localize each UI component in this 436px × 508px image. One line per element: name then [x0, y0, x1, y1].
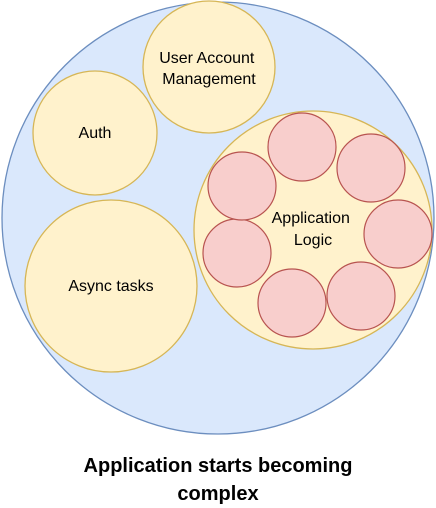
- logic-unit-circle: [207, 151, 277, 221]
- logic-unit-circle: [257, 268, 327, 338]
- user-account-management-circle: [142, 0, 276, 134]
- caption-line-2: complex: [177, 483, 259, 505]
- logic-unit-circle: [267, 112, 337, 182]
- diagram-caption: Application starts becoming complex: [0, 452, 436, 508]
- user-account-management-label: User Account Management: [159, 50, 259, 88]
- async-tasks-label: Async tasks: [68, 278, 153, 295]
- async-tasks-circle: [24, 199, 198, 373]
- logic-unit-circle: [202, 218, 272, 288]
- application-logic-units: [202, 112, 433, 338]
- logic-unit-circle: [363, 199, 433, 269]
- logic-unit-circle: [326, 261, 396, 331]
- logic-unit-circle: [336, 133, 406, 203]
- auth-label: Auth: [79, 125, 112, 142]
- application-logic-label: Application Logic: [272, 210, 355, 249]
- auth-circle: [32, 70, 158, 196]
- caption-line-1: Application starts becoming: [83, 455, 353, 477]
